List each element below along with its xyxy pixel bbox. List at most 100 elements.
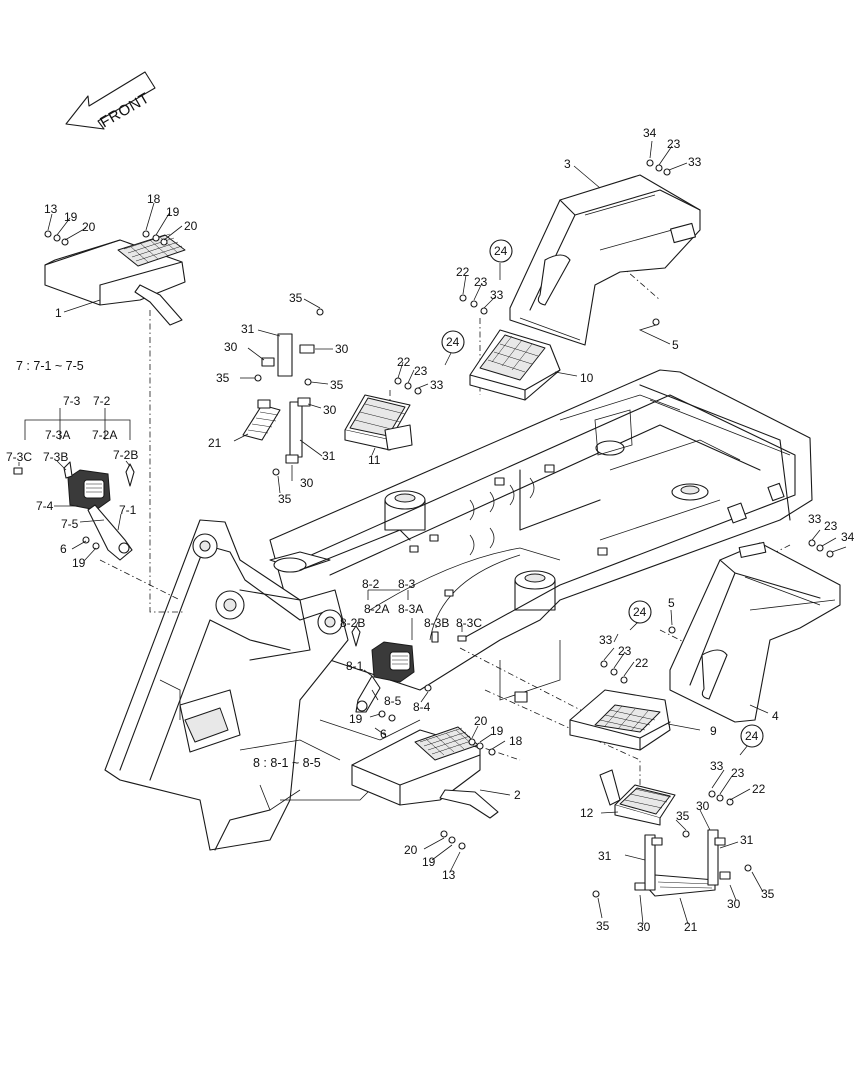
callout: 30 bbox=[335, 342, 349, 356]
callout: 7-3B bbox=[43, 450, 68, 464]
callout: 30 bbox=[637, 920, 651, 934]
callout: 22 bbox=[752, 782, 766, 796]
callout: 22 bbox=[635, 656, 649, 670]
work-lamp-7 bbox=[67, 469, 133, 561]
callout: 11 bbox=[368, 453, 381, 467]
callout: 35 bbox=[216, 371, 230, 385]
callout: 10 bbox=[580, 371, 594, 385]
step-cover-1 bbox=[44, 233, 186, 326]
callout: 8-3A bbox=[398, 602, 423, 616]
callout-labels: 34 23 33 3 13 19 20 18 19 20 1 22 23 33 … bbox=[6, 126, 855, 934]
callout: 6 bbox=[380, 727, 387, 741]
callout: 20 bbox=[82, 220, 96, 234]
callout: 7-2 bbox=[93, 394, 111, 408]
callout: 33 bbox=[808, 512, 822, 526]
callout: 30 bbox=[300, 476, 314, 490]
fender-3 bbox=[509, 174, 701, 346]
callout: 31 bbox=[740, 833, 754, 847]
callout: 35 bbox=[289, 291, 303, 305]
step-box-10 bbox=[469, 329, 561, 401]
step-12 bbox=[599, 769, 676, 826]
callout: 35 bbox=[676, 809, 690, 823]
callout: 7-4 bbox=[36, 499, 54, 513]
callout: 23 bbox=[618, 644, 632, 658]
callout: 12 bbox=[580, 806, 594, 820]
ref-24-c: 24 bbox=[633, 605, 647, 619]
callout: 4 bbox=[772, 709, 779, 723]
callout: 19 bbox=[349, 712, 363, 726]
callout: 19 bbox=[490, 724, 504, 738]
callout: 35 bbox=[278, 492, 292, 506]
callout: 20 bbox=[184, 219, 198, 233]
callout: 33 bbox=[599, 633, 613, 647]
callout: 35 bbox=[596, 919, 610, 933]
work-lamp-8 bbox=[355, 641, 415, 713]
callout: 33 bbox=[688, 155, 702, 169]
callout: 5 bbox=[672, 338, 679, 352]
callout: 8-2B bbox=[340, 616, 365, 630]
callout: 3 bbox=[564, 157, 571, 171]
callout: 7-3 bbox=[63, 394, 81, 408]
hanging-step-21b bbox=[634, 829, 731, 897]
callout: 33 bbox=[430, 378, 444, 392]
callout: 5 bbox=[668, 596, 675, 610]
callout: 7-2B bbox=[113, 448, 138, 462]
ref-24-d: 24 bbox=[745, 729, 759, 743]
step-11 bbox=[344, 394, 413, 451]
callout: 22 bbox=[397, 355, 411, 369]
front-arrow-icon: FRONT bbox=[65, 71, 156, 131]
callout: 31 bbox=[241, 322, 255, 336]
callout: 7-5 bbox=[61, 517, 79, 531]
callout: 22 bbox=[456, 265, 470, 279]
callout: 34 bbox=[841, 530, 855, 544]
callout: 8-3C bbox=[456, 616, 482, 630]
step-cover-2 bbox=[351, 726, 499, 819]
callout: 30 bbox=[224, 340, 238, 354]
callout: 23 bbox=[667, 137, 681, 151]
callout: 7-3A bbox=[45, 428, 70, 442]
callout: 9 bbox=[710, 724, 717, 738]
callout: 35 bbox=[330, 378, 344, 392]
callout: 20 bbox=[404, 843, 418, 857]
fasteners bbox=[44, 159, 834, 898]
callout: 30 bbox=[696, 799, 710, 813]
callout: 8-3B bbox=[424, 616, 449, 630]
rear-frame bbox=[269, 369, 813, 703]
lamp-bulbs bbox=[13, 461, 467, 647]
ref-24-a: 24 bbox=[494, 244, 508, 258]
callout: 31 bbox=[598, 849, 612, 863]
group-8-note: 8 : 8-1 ~ 8-5 bbox=[253, 756, 321, 770]
callout: 35 bbox=[761, 887, 775, 901]
ref-24-b: 24 bbox=[446, 335, 460, 349]
callout: 6 bbox=[60, 542, 67, 556]
callout: 7-1 bbox=[119, 503, 137, 517]
callout: 19 bbox=[166, 205, 180, 219]
callout: 19 bbox=[72, 556, 86, 570]
callout: 33 bbox=[710, 759, 724, 773]
callout: 23 bbox=[731, 766, 745, 780]
callout: 23 bbox=[474, 275, 488, 289]
callout: 19 bbox=[64, 210, 78, 224]
callout: 30 bbox=[727, 897, 741, 911]
fender-4 bbox=[669, 541, 841, 723]
callout: 8-1 bbox=[346, 659, 364, 673]
callout: 21 bbox=[684, 920, 698, 934]
callout: 7-3C bbox=[6, 450, 32, 464]
callout: 7-2A bbox=[92, 428, 117, 442]
callout: 8-3 bbox=[398, 577, 416, 591]
callout: 13 bbox=[442, 868, 456, 882]
callout: 31 bbox=[322, 449, 336, 463]
callout: 13 bbox=[44, 202, 58, 216]
callout: 21 bbox=[208, 436, 222, 450]
circled-ref-24: 24 24 24 24 bbox=[441, 239, 764, 748]
callout: 19 bbox=[422, 855, 436, 869]
hanging-step-21a bbox=[242, 333, 315, 464]
callout: 33 bbox=[490, 288, 504, 302]
callout: 8-2 bbox=[362, 577, 380, 591]
group-7-note: 7 : 7-1 ~ 7-5 bbox=[16, 359, 84, 373]
callout: 18 bbox=[509, 734, 523, 748]
callout: 23 bbox=[824, 519, 838, 533]
callout: 30 bbox=[323, 403, 337, 417]
